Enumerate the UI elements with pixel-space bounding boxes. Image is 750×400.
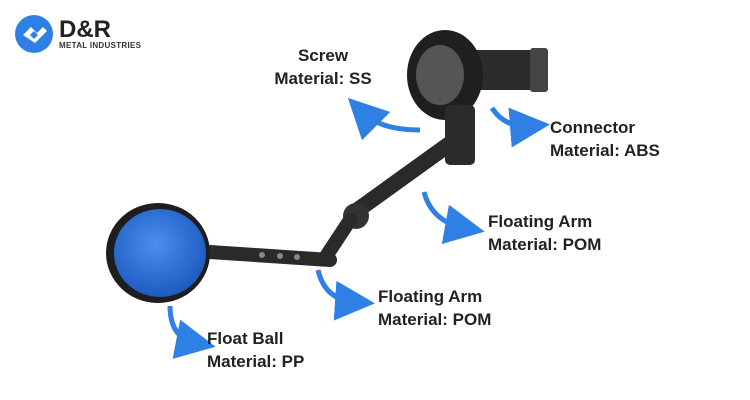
float-ball <box>106 203 210 303</box>
part-material: Material: POM <box>378 310 492 329</box>
arrow-screw <box>347 97 421 141</box>
label-floating-arm-lower: Floating Arm Material: POM <box>378 285 491 331</box>
part-material: Material: ABS <box>550 141 660 160</box>
part-material: Material: SS <box>274 69 372 88</box>
part-material: Material: PP <box>207 352 305 371</box>
arrow-floating-arm-lower <box>315 269 375 321</box>
part-name: Float Ball <box>207 329 284 348</box>
arrow-connector <box>489 106 550 148</box>
brand-logo: D&R METAL INDUSTRIES <box>15 15 141 53</box>
logo-icon <box>15 15 53 53</box>
part-material: Material: POM <box>488 235 602 254</box>
part-name: Connector <box>550 118 635 137</box>
label-screw: Screw Material: SS <box>268 44 378 90</box>
arrow-float-ball <box>167 305 216 359</box>
part-name: Screw <box>297 46 349 65</box>
floating-arm-lower <box>203 213 357 267</box>
brand-name: D&R <box>59 15 111 43</box>
label-connector: Connector Material: ABS <box>550 116 660 162</box>
label-float-ball: Float Ball Material: PP <box>207 327 304 373</box>
valve-connector <box>407 30 548 165</box>
part-name: Floating Arm <box>378 287 483 306</box>
brand-subtitle: METAL INDUSTRIES <box>59 40 142 50</box>
label-floating-arm-upper: Floating Arm Material: POM <box>488 210 601 256</box>
part-name: Floating Arm <box>488 212 593 231</box>
arrow-floating-arm-upper <box>421 191 485 245</box>
